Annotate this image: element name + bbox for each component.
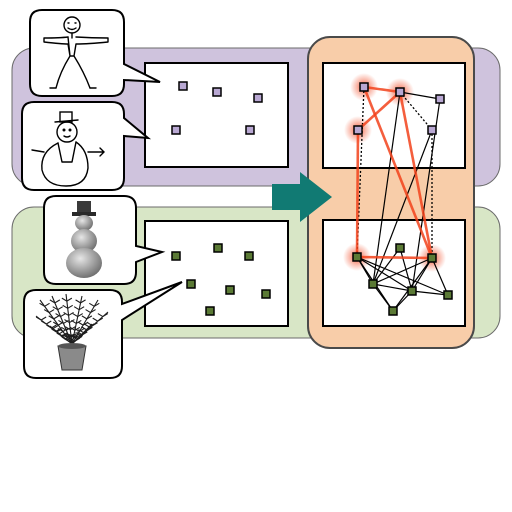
sketch-point-4 bbox=[245, 125, 255, 135]
highlight-edge-3 bbox=[398, 91, 434, 259]
sketch-points-box bbox=[144, 62, 289, 168]
graph-edge-0 bbox=[399, 91, 441, 100]
plant-leaf-0-6 bbox=[39, 302, 50, 307]
plant-leaf-6-6 bbox=[35, 316, 47, 321]
plant-leaf-8-2 bbox=[60, 335, 71, 340]
stick-figure-icon bbox=[43, 16, 109, 89]
sketch-point-3 bbox=[171, 125, 181, 135]
model-point-6 bbox=[205, 306, 215, 316]
plant-leaf-7-4 bbox=[78, 329, 89, 334]
graph-model-node-5 bbox=[443, 290, 453, 300]
plant-leaf-8-1 bbox=[63, 337, 75, 342]
plant-leaf-5-6 bbox=[97, 313, 109, 318]
plant-leaf-4-4 bbox=[81, 315, 93, 320]
plant-leaf-2-2 bbox=[65, 326, 76, 331]
model-point-3 bbox=[186, 279, 196, 289]
plant-leaf-1-4 bbox=[55, 313, 66, 318]
plant-leaf-0-4 bbox=[48, 315, 59, 320]
snowman-sketch-icon bbox=[31, 111, 105, 187]
plant-leaf-7-2 bbox=[72, 334, 83, 339]
graph-edge-10 bbox=[372, 257, 433, 285]
graph-model-node-1 bbox=[395, 243, 405, 253]
graph-sketch-node-1 bbox=[395, 87, 405, 97]
plant-leaf-3-4 bbox=[72, 313, 83, 318]
model-point-4 bbox=[225, 285, 235, 295]
highlight-edge-4 bbox=[362, 86, 434, 259]
snowman-model-bubble bbox=[43, 195, 166, 285]
plant-leaf-2-4 bbox=[63, 311, 74, 316]
model-point-0 bbox=[171, 251, 181, 261]
highlight-edge-0 bbox=[363, 85, 401, 94]
plant-leaf-8-3 bbox=[57, 332, 68, 337]
graph-sketch-node-0 bbox=[359, 82, 369, 92]
plant-leaf-7-5 bbox=[81, 326, 92, 331]
sketch-point-2 bbox=[253, 93, 263, 103]
graph-edge-17 bbox=[431, 257, 449, 296]
result-sketch-box bbox=[322, 62, 466, 169]
graph-edge-13 bbox=[372, 283, 413, 292]
model-point-1 bbox=[213, 243, 223, 253]
plant-leaf-3-5 bbox=[73, 306, 85, 311]
snowman-3d-icon bbox=[66, 201, 102, 278]
graph-edge-14 bbox=[411, 290, 449, 296]
plant-leaf-2-6 bbox=[61, 297, 73, 302]
plant-leaf-4-3 bbox=[77, 321, 89, 326]
snowman-sketch-bubble bbox=[21, 101, 152, 191]
graph-sketch-node-2 bbox=[435, 94, 445, 104]
sketch-point-1 bbox=[212, 87, 222, 97]
plant-leaf-1-5 bbox=[52, 306, 63, 311]
plant-leaf-5-5 bbox=[92, 317, 103, 322]
graph-model-node-3 bbox=[368, 279, 378, 289]
graph-model-node-2 bbox=[427, 253, 437, 263]
graph-sketch-node-4 bbox=[427, 125, 437, 135]
plant-leaf-8-4 bbox=[54, 330, 65, 335]
graph-dotted-edge-0 bbox=[399, 91, 433, 131]
graph-edge-6 bbox=[356, 256, 449, 296]
graph-model-node-4 bbox=[407, 286, 417, 296]
graph-edge-12 bbox=[392, 257, 433, 312]
graph-edge-5 bbox=[356, 256, 413, 292]
arrow-icon bbox=[272, 172, 332, 222]
plant-stem-4 bbox=[71, 299, 99, 345]
plant-leaf-1-6 bbox=[49, 299, 61, 304]
plant-model-bubble bbox=[23, 281, 183, 379]
plant-leaf-0-5 bbox=[43, 309, 55, 314]
stick-figure-bubble bbox=[29, 9, 161, 97]
model-point-2 bbox=[244, 251, 254, 261]
graph-model-node-6 bbox=[388, 306, 398, 316]
highlight-edge-5 bbox=[356, 255, 433, 260]
highlight-edge-1 bbox=[357, 91, 401, 131]
plant-leaf-4-6 bbox=[89, 302, 100, 307]
plant-leaf-2-5 bbox=[62, 304, 73, 309]
plant-leaf-7-3 bbox=[75, 331, 86, 336]
graph-model-node-0 bbox=[352, 252, 362, 262]
plant-leaf-8-6 bbox=[47, 325, 59, 330]
model-point-5 bbox=[261, 289, 271, 299]
highlight-edge-2 bbox=[355, 129, 360, 258]
plant-leaf-7-6 bbox=[83, 323, 95, 328]
graph-edge-1 bbox=[372, 91, 401, 285]
potted-plant-icon bbox=[35, 293, 109, 371]
graph-sketch-node-3 bbox=[353, 125, 363, 135]
model-points-box bbox=[144, 220, 289, 327]
plant-leaf-8-5 bbox=[51, 327, 62, 332]
sketch-point-0 bbox=[178, 81, 188, 91]
plant-leaf-3-6 bbox=[75, 299, 86, 304]
graph-edge-8 bbox=[372, 247, 401, 285]
plant-leaf-4-5 bbox=[85, 309, 96, 314]
plant-leaf-6-5 bbox=[41, 320, 52, 325]
